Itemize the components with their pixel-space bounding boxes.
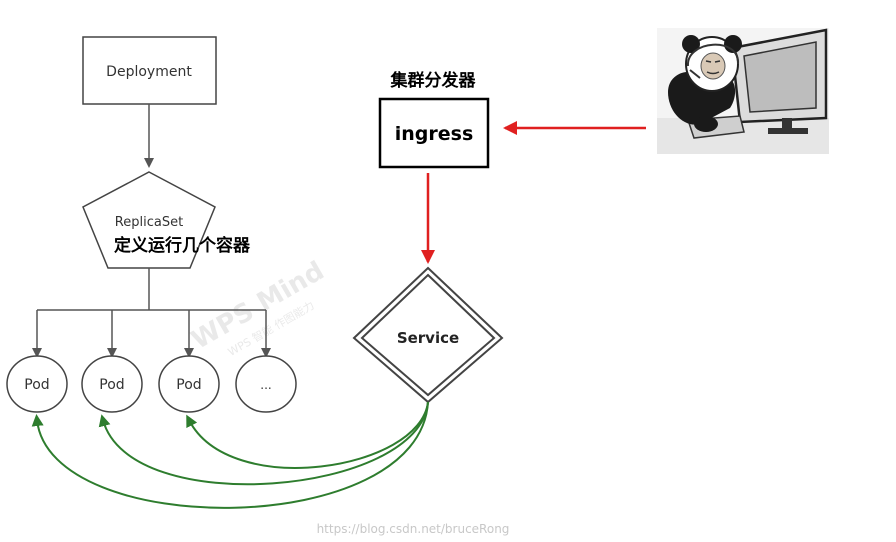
footer-url: https://blog.csdn.net/bruceRong: [317, 522, 510, 536]
ingress-note: 集群分发器: [390, 70, 477, 91]
deployment-node: Deployment: [82, 36, 217, 105]
ingress-node: ingress: [378, 97, 490, 169]
replicaset-label: ReplicaSet: [115, 215, 183, 230]
service-pod-edges: [31, 401, 429, 509]
pod-label-2: Pod: [99, 377, 124, 393]
edge-service-pod-3: [186, 401, 429, 469]
service-node: Service: [352, 266, 504, 404]
deployment-label: Deployment: [106, 64, 192, 80]
watermark: WPS Mind WPS 智能 作图能力: [187, 256, 330, 359]
replicaset-note: 定义运行几个容器: [114, 235, 251, 256]
pod-node-4: ...: [235, 355, 297, 413]
replicaset-pod-edges: [32, 268, 271, 358]
pod-node-1: Pod: [6, 355, 68, 413]
person-at-computer-icon: [657, 28, 829, 154]
pod-node-3: Pod: [158, 355, 220, 413]
pod-label-1: Pod: [24, 377, 49, 393]
pod-label-3: Pod: [176, 377, 201, 393]
pod-label-4: ...: [260, 378, 271, 392]
edge-service-pod-1: [31, 401, 429, 509]
edge-service-pod-2: [98, 401, 429, 486]
service-label: Service: [397, 329, 459, 347]
ingress-label: ingress: [395, 123, 474, 145]
pod-node-2: Pod: [81, 355, 143, 413]
